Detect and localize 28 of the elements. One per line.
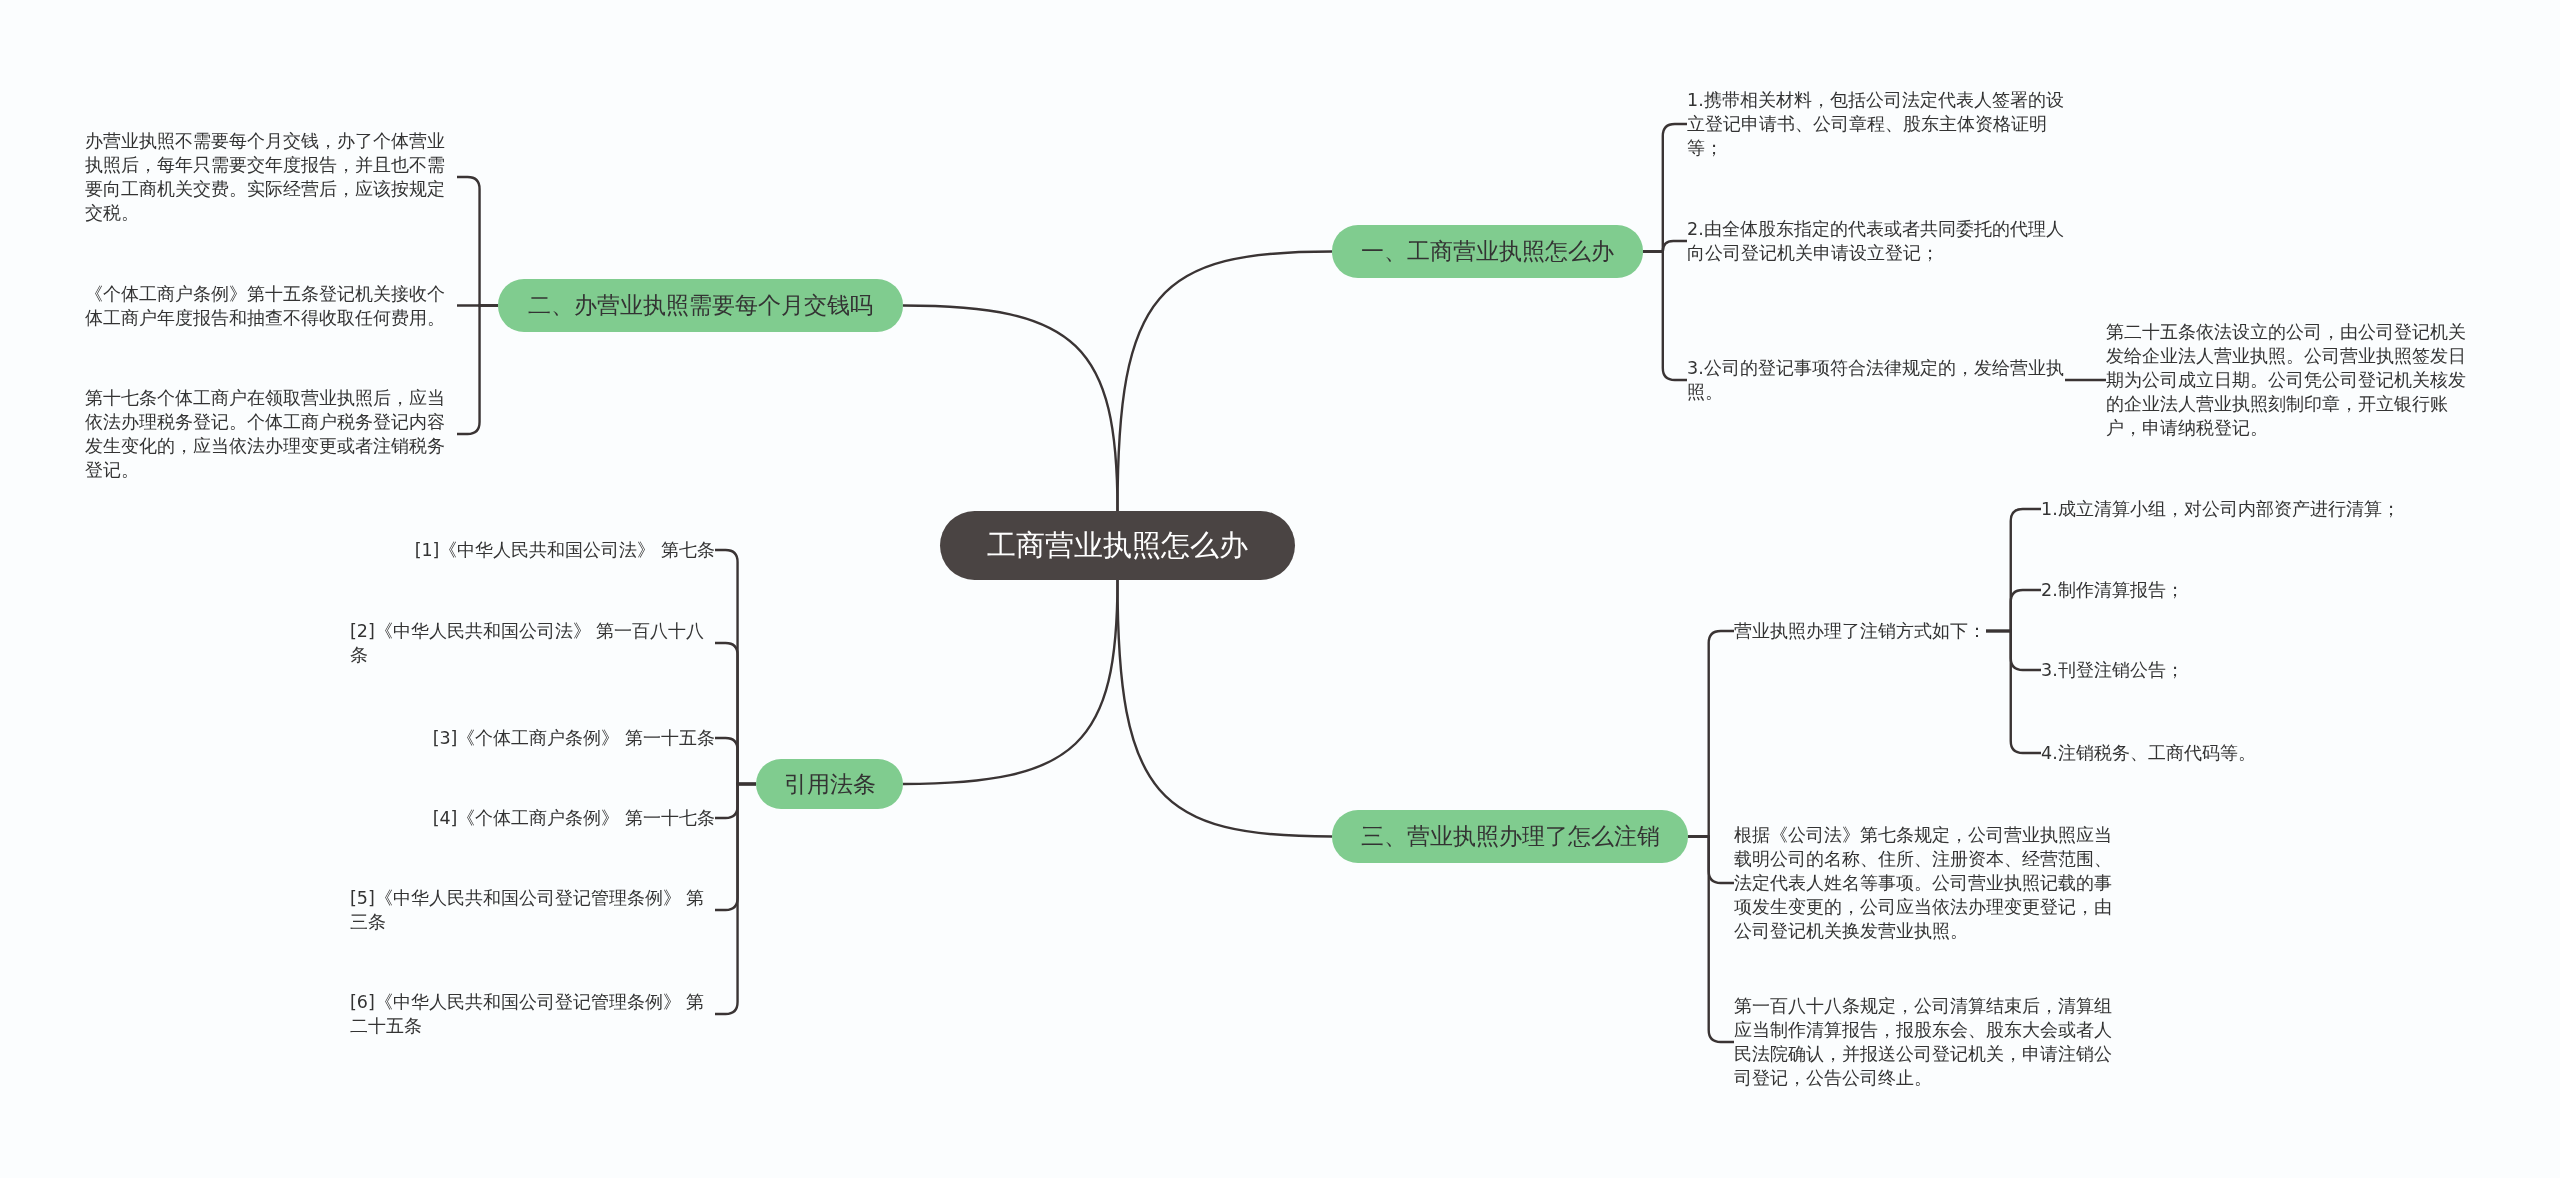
topic-text: [5]《中华人民共和国公司登记管理条例》 第三条 [350,886,715,934]
topic-pill: 二、办营业执照需要每个月交钱吗 [498,279,903,332]
topic-text: 第一百八十八条规定，公司清算结束后，清算组应当制作清算报告，报股东会、股东大会或者人民法院确认，并报送公司登记机关，申请注销公司登记，公告公司终止。 [1734,994,2112,1090]
topic-text: 1.成立清算小组，对公司内部资产进行清算； [2041,497,2400,521]
topic-text: 办营业执照不需要每个月交钱，办了个体营业执照后，每年只需要交年度报告，并且也不需要向工商机关交费。实际经营后，应该按规定交税。 [85,129,457,225]
topic-text: 3.公司的登记事项符合法律规定的，发给营业执照。 [1687,356,2065,404]
topic-text: 根据《公司法》第七条规定，公司营业执照应当载明公司的名称、住所、注册资本、经营范围、法定代表人姓名等事项。公司营业执照记载的事项发生变更的，公司应当依法办理变更登记，由公司登记机关换发营业执照。 [1734,823,2112,943]
topic-text: 2.制作清算报告； [2041,578,2184,602]
topic-text: 3.刊登注销公告； [2041,658,2184,682]
connector-line [902,304,1119,512]
topic-text: 1.携带相关材料，包括公司法定代表人签署的设立登记申请书、公司章程、股东主体资格证明等； [1687,88,2067,160]
topic-text: [1]《中华人民共和国公司法》 第七条 [414,538,715,562]
central-topic: 工商营业执照怎么办 [940,511,1295,580]
topic-text: 《个体工商户条例》第十五条登记机关接收个体工商户年度报告和抽查不得收取任何费用。 [85,282,457,330]
topic-text: 2.由全体股东指定的代表或者共同委托的代理人向公司登记机关申请设立登记； [1687,217,2067,265]
topic-pill: 引用法条 [756,759,903,809]
topic-text: [4]《个体工商户条例》 第一十七条 [432,806,715,830]
topic-text: 4.注销税务、工商代码等。 [2041,741,2256,765]
topic-text: 营业执照办理了注销方式如下： [1734,619,1986,643]
topic-text: 第十七条个体工商户在领取营业执照后，应当依法办理税务登记。个体工商户税务登记内容发生变化的，应当依法办理变更或者注销税务登记。 [85,386,457,482]
topic-pill: 一、工商营业执照怎么办 [1332,225,1643,278]
connector-line [1116,580,1333,838]
topic-text: 第二十五条依法设立的公司，由公司登记机关发给企业法人营业执照。公司营业执照签发日期为公司成立日期。公司凭公司登记机关核发的企业法人营业执照刻制印章，开立银行账户，申请纳税登记。 [2106,320,2482,440]
topic-pill: 三、营业执照办理了怎么注销 [1332,810,1688,863]
topic-text: [2]《中华人民共和国公司法》 第一百八十八条 [350,619,715,667]
topic-text: [3]《个体工商户条例》 第一十五条 [432,726,715,750]
topic-text: [6]《中华人民共和国公司登记管理条例》 第二十五条 [350,990,715,1038]
connector-line [2065,378,2106,382]
